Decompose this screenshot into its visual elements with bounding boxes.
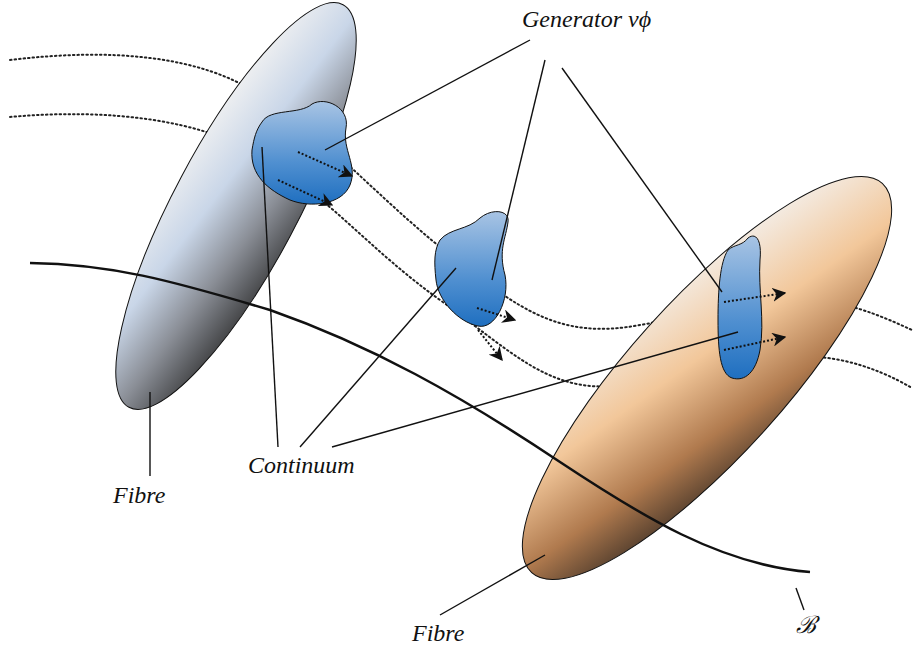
fibre-label: Fibre: [412, 620, 464, 646]
continuum-label: Continuum: [248, 452, 355, 478]
base-curve: [30, 263, 810, 572]
generator-arrow: [278, 152, 785, 360]
fibre-label: Fibre: [113, 482, 165, 508]
fibre-shape: [474, 131, 914, 625]
fibre-shape: [74, 0, 398, 436]
base-label: ℬ: [796, 612, 816, 638]
leader-line: [150, 40, 804, 615]
generator-label: Generator vϕ: [522, 6, 651, 32]
